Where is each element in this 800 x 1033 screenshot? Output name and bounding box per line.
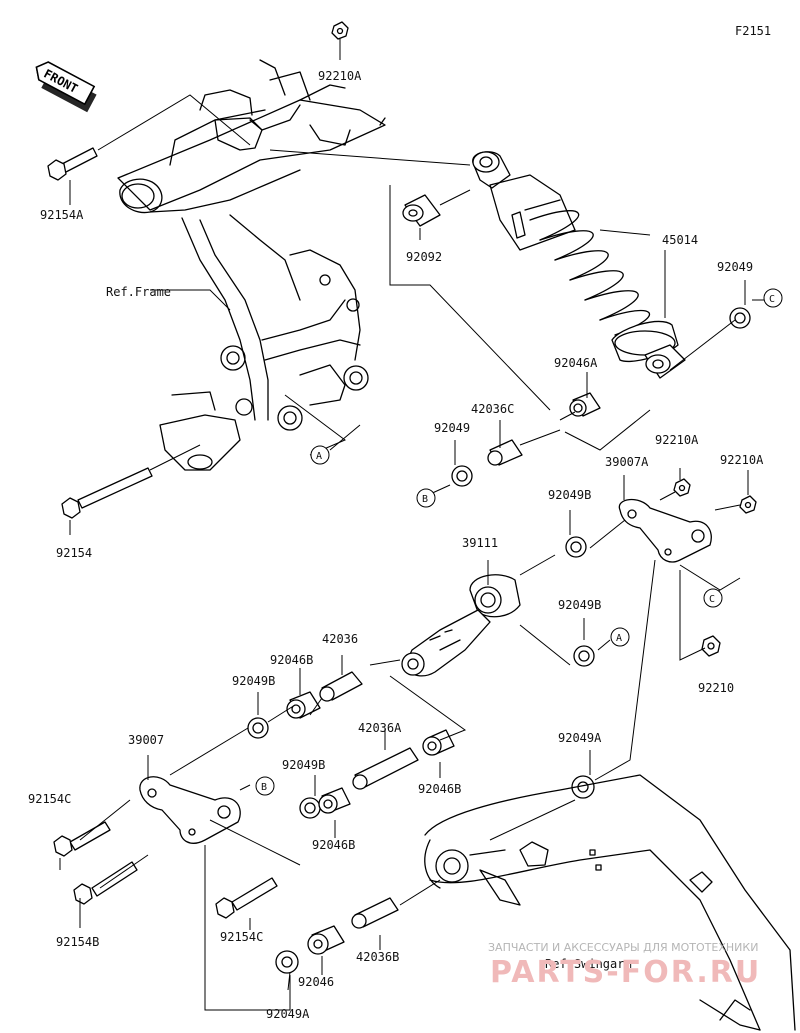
label-92154C-2: 92154C bbox=[220, 930, 263, 944]
collar-42036C bbox=[487, 439, 523, 466]
seal-92049-right bbox=[729, 307, 751, 329]
collar-42036 bbox=[319, 671, 363, 702]
leader-lines bbox=[59, 38, 765, 1011]
callout-c-2: C bbox=[703, 588, 723, 608]
label-92046B-3: 92046B bbox=[312, 838, 355, 852]
label-42036A: 42036A bbox=[358, 721, 402, 735]
bearing-92046B-3 bbox=[318, 787, 351, 814]
watermark-brand: PARTS-FOR.RU bbox=[490, 955, 761, 990]
label-92154C-1: 92154C bbox=[28, 792, 71, 806]
rod-39007 bbox=[139, 776, 241, 844]
label-92210A-1: 92210A bbox=[655, 433, 699, 447]
nut-92210A-2 bbox=[739, 495, 757, 514]
label-92049B-2: 92049B bbox=[558, 598, 601, 612]
nut-92210 bbox=[701, 635, 721, 657]
watermark-tagline: ЗАПЧАСТИ И АКСЕССУАРЫ ДЛЯ МОТОТЕХНИКИ bbox=[488, 941, 758, 954]
figure-id: F2151 bbox=[735, 24, 771, 38]
label-92154: 92154 bbox=[56, 546, 92, 560]
rod-39007A bbox=[618, 498, 712, 563]
label-92049-right: 92049 bbox=[717, 260, 753, 274]
svg-text:C: C bbox=[709, 594, 715, 605]
svg-text:A: A bbox=[616, 633, 622, 644]
front-arrow-icon: FRONT bbox=[35, 61, 97, 113]
label-92049B-3: 92049B bbox=[232, 674, 275, 688]
label-ref-swingarm: Ref.Swingarm bbox=[545, 957, 632, 971]
nut-92210A-1 bbox=[673, 478, 691, 497]
part-labels: 92210A 92154A Ref.Frame 92092 45014 9204… bbox=[28, 69, 764, 1021]
label-92046A: 92046A bbox=[554, 356, 598, 370]
label-39007: 39007 bbox=[128, 733, 164, 747]
svg-text:A: A bbox=[316, 451, 322, 462]
label-92210: 92210 bbox=[698, 681, 734, 695]
label-92049-mid: 92049 bbox=[434, 421, 470, 435]
label-42036: 42036 bbox=[322, 632, 358, 646]
seal-92049B-2 bbox=[573, 645, 595, 667]
label-39007A: 39007A bbox=[605, 455, 649, 469]
swingarm-drawing bbox=[424, 774, 796, 1031]
bolt-92154B bbox=[73, 861, 138, 905]
seal-92049B-1 bbox=[565, 536, 587, 558]
nut-92210A-top bbox=[331, 21, 349, 40]
bearing-92046B-2 bbox=[422, 729, 455, 756]
svg-text:B: B bbox=[261, 782, 267, 793]
label-92049A-2: 92049A bbox=[266, 1007, 310, 1021]
label-92210A-top: 92210A bbox=[318, 69, 362, 83]
bolt-92154A bbox=[47, 147, 98, 181]
label-42036B: 42036B bbox=[356, 950, 399, 964]
seal-92049B-4 bbox=[299, 797, 321, 819]
bushing-92092 bbox=[402, 194, 441, 227]
callout-b-1: B bbox=[416, 488, 436, 508]
collar-42036A bbox=[352, 747, 419, 790]
collar-42036B bbox=[351, 897, 399, 929]
label-92049B-1: 92049B bbox=[548, 488, 591, 502]
watermark: ЗАПЧАСТИ И АКСЕССУАРЫ ДЛЯ МОТОТЕХНИКИ PA… bbox=[488, 941, 761, 990]
label-92154B: 92154B bbox=[56, 935, 99, 949]
label-92046B-2: 92046B bbox=[418, 782, 461, 796]
callout-b-2: B bbox=[255, 776, 275, 796]
seal-92049-mid bbox=[451, 465, 473, 487]
bolt-92154C-2 bbox=[215, 877, 278, 919]
bolt-92154 bbox=[61, 467, 153, 519]
bearing-92046 bbox=[307, 925, 345, 955]
bolt-92154C-1 bbox=[53, 821, 111, 857]
label-92092: 92092 bbox=[406, 250, 442, 264]
callout-c-1: C bbox=[763, 288, 783, 308]
label-92154A: 92154A bbox=[40, 208, 84, 222]
label-92210A-2: 92210A bbox=[720, 453, 764, 467]
callout-a-2: A bbox=[610, 627, 630, 647]
label-42036C: 42036C bbox=[471, 402, 514, 416]
svg-text:B: B bbox=[422, 494, 428, 505]
callout-a-1: A bbox=[310, 445, 330, 465]
frame-drawing bbox=[117, 59, 386, 471]
label-45014: 45014 bbox=[662, 233, 698, 247]
svg-text:C: C bbox=[769, 294, 775, 305]
seal-92049A-2 bbox=[275, 950, 299, 974]
label-92046B-1: 92046B bbox=[270, 653, 313, 667]
shock-absorber bbox=[472, 151, 686, 379]
label-39111: 39111 bbox=[462, 536, 498, 550]
label-92046: 92046 bbox=[298, 975, 334, 989]
seal-92049B-3 bbox=[247, 717, 269, 739]
bearing-92046A bbox=[569, 392, 601, 417]
label-ref-frame: Ref.Frame bbox=[106, 285, 171, 299]
rocker-arm-39111 bbox=[401, 574, 521, 677]
label-92049A-1: 92049A bbox=[558, 731, 602, 745]
bearing-92046B-1 bbox=[286, 691, 321, 719]
label-92049B-4: 92049B bbox=[282, 758, 325, 772]
